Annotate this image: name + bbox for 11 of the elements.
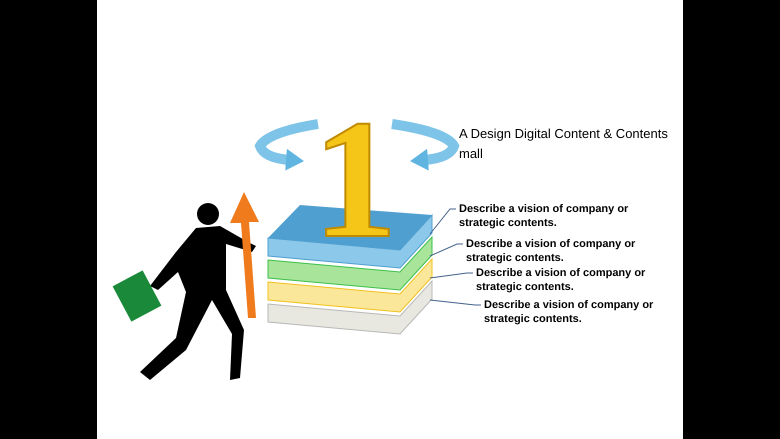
callout-text: Describe a vision of company or strategic contents. — [476, 266, 651, 294]
stack-layer — [268, 280, 432, 335]
description-text: A Design Digital Content & Contents mall — [459, 125, 669, 163]
leader-line — [430, 300, 482, 306]
leader-line — [430, 208, 456, 234]
leader-line — [430, 272, 474, 278]
callout-text: Describe a vision of company or strategic contents. — [459, 202, 634, 230]
leader-line — [430, 244, 464, 256]
stack-layer — [268, 258, 432, 313]
callout-text: Describe a vision of company or strategic contents. — [484, 298, 659, 326]
callout-text: Describe a vision of company or strategic contents. — [466, 237, 641, 265]
